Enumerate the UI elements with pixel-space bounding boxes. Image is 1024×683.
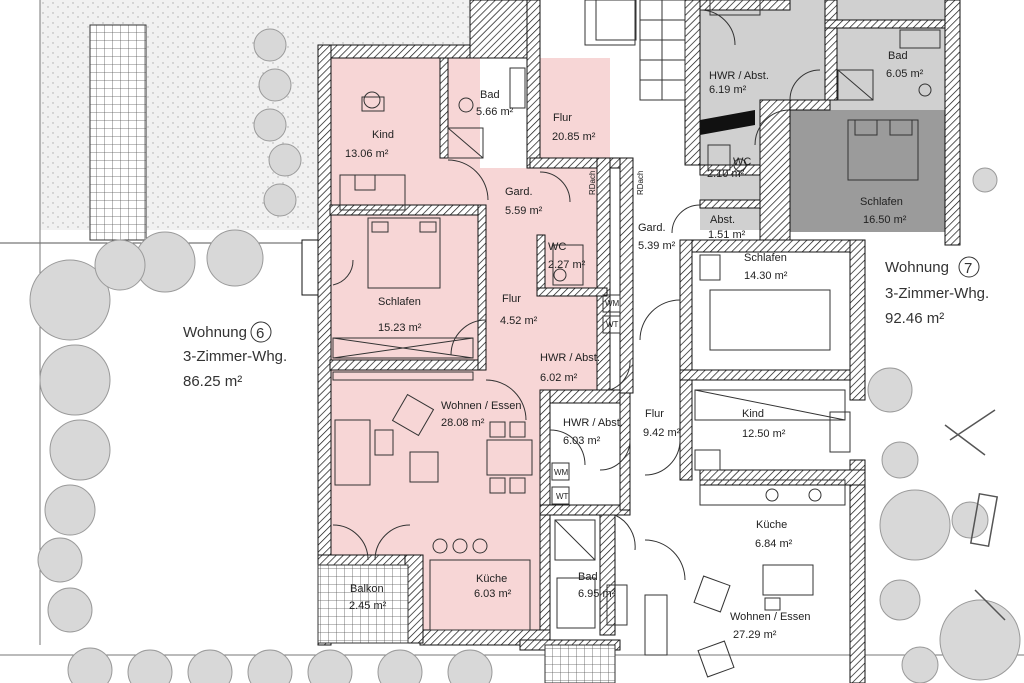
room-area: 6.03 m² <box>474 588 512 600</box>
stairs-outside <box>89 24 147 241</box>
room-area: 2.10 m² <box>707 168 745 180</box>
door-swings <box>332 9 821 581</box>
room-area: 15.23 m² <box>378 322 422 334</box>
room-name: Abst. <box>710 214 735 226</box>
room-name: Flur <box>502 293 521 305</box>
apartment-6-number: 6 <box>256 325 264 342</box>
apartment-7-area: 92.46 m² <box>885 310 944 327</box>
washer-label: WM <box>554 468 569 477</box>
apartment-7-name: Wohnung <box>885 259 949 276</box>
room-name: Wohnen / Essen <box>730 611 811 623</box>
room-area: 2.45 m² <box>349 600 387 612</box>
apartment-6-type: 3-Zimmer-Whg. <box>183 348 287 365</box>
room-name: Schlafen <box>744 252 787 264</box>
room-labels: Kind 13.06 m² Bad 5.66 m² Flur 20.85 m² … <box>345 50 924 641</box>
room-area: 2.27 m² <box>548 259 586 271</box>
room-name: Schlafen <box>378 296 421 308</box>
apartment-7-number-circle <box>958 256 980 278</box>
room-area: 6.19 m² <box>709 84 747 96</box>
room-name: Küche <box>476 573 507 585</box>
room-name: Bad <box>480 89 500 101</box>
apartment-7-number: 7 <box>964 260 972 277</box>
trees <box>29 28 1021 683</box>
room-area: 13.06 m² <box>345 148 389 160</box>
room-area: 6.84 m² <box>755 538 793 550</box>
walls <box>317 0 961 683</box>
room-name: Flur <box>553 112 572 124</box>
apartment-7-label: Wohnung 7 3-Zimmer-Whg. 92.46 m² <box>885 256 989 327</box>
dryer-label: WT <box>606 320 619 329</box>
washer-label: WM <box>605 299 620 308</box>
room-name: Balkon <box>350 583 384 595</box>
room-name: HWR / Abst. <box>709 70 769 82</box>
apartment-6-name: Wohnung <box>183 324 247 341</box>
apartment-6-area: 86.25 m² <box>183 373 242 390</box>
room-area: 4.52 m² <box>500 315 538 327</box>
room-area: 5.66 m² <box>476 106 514 118</box>
staircase <box>584 0 755 135</box>
room-name: Gard. <box>638 222 666 234</box>
room-area: 1.51 m² <box>708 229 746 241</box>
room-area: 6.03 m² <box>563 435 601 447</box>
room-area: 6.95 m² <box>578 588 616 600</box>
apartment-7-type: 3-Zimmer-Whg. <box>885 285 989 302</box>
room-name: Flur <box>645 408 664 420</box>
room-area: 5.39 m² <box>638 240 676 252</box>
room-area: 16.50 m² <box>863 214 907 226</box>
apartment-6-label: Wohnung 6 3-Zimmer-Whg. 86.25 m² <box>183 321 287 390</box>
room-name: Kind <box>742 408 764 420</box>
room-name: Bad <box>888 50 908 62</box>
playground-equipment <box>944 409 1006 621</box>
room-area: 27.29 m² <box>733 629 777 641</box>
dryer-label: WT <box>556 492 569 501</box>
room-area: 28.08 m² <box>441 417 485 429</box>
room-area: 5.59 m² <box>505 205 543 217</box>
balcony-grid-lower <box>544 644 616 683</box>
room-name: WC <box>548 241 566 253</box>
fixture-labels: WM WT WM WT RDach RDach <box>554 171 645 501</box>
room-area: 14.30 m² <box>744 270 788 282</box>
furniture <box>332 0 941 678</box>
room-name: Bad <box>578 571 598 583</box>
room-name: Küche <box>756 519 787 531</box>
window-left <box>301 239 319 296</box>
room-area: 6.02 m² <box>540 372 578 384</box>
room-area: 12.50 m² <box>742 428 786 440</box>
room-name: Kind <box>372 129 394 141</box>
room-name: HWR / Abst. <box>563 417 623 429</box>
room-name: Gard. <box>505 186 533 198</box>
smoke-vent-label: RDach <box>636 171 645 195</box>
room-name: WC <box>733 156 751 168</box>
smoke-vent-label: RDach <box>588 171 597 195</box>
apartment-6-number-circle <box>250 321 272 343</box>
balcony-grid <box>317 564 409 644</box>
room-name: Schlafen <box>860 196 903 208</box>
room-area: 9.42 m² <box>643 427 681 439</box>
room-area: 20.85 m² <box>552 131 596 143</box>
room-area: 6.05 m² <box>886 68 924 80</box>
room-name: HWR / Abst. <box>540 352 600 364</box>
apartment-7-dark <box>790 110 950 232</box>
room-name: Wohnen / Essen <box>441 400 522 412</box>
